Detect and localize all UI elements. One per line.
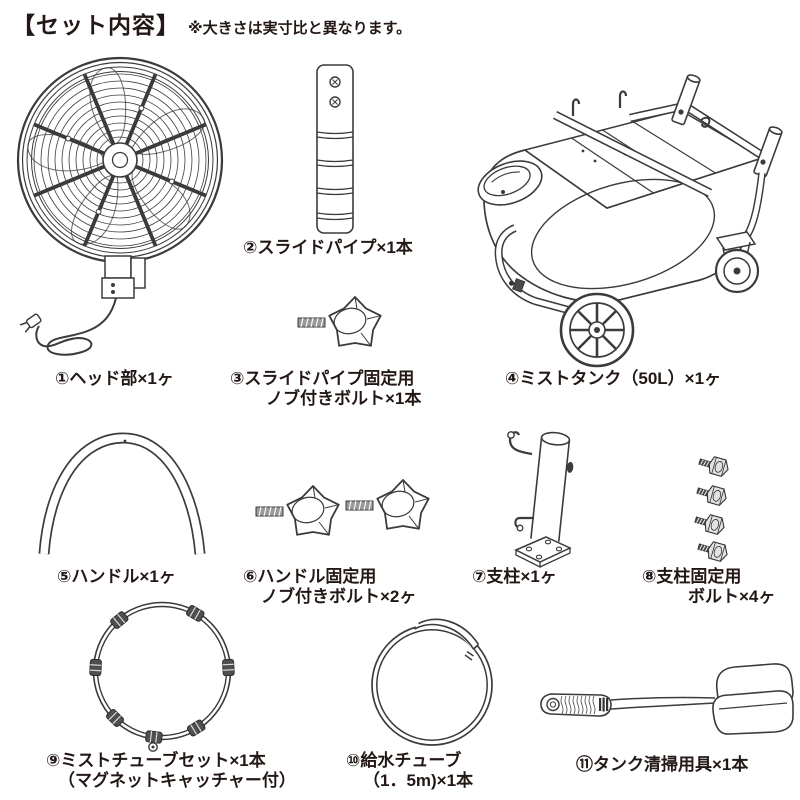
support-pole-illustration bbox=[468, 418, 613, 568]
label-line: ボルト×4ヶ bbox=[688, 587, 776, 606]
water-tube-illustration bbox=[366, 614, 502, 750]
item-label-mist-tank: ④ミストタンク（50L）×1ヶ bbox=[505, 369, 721, 389]
scale-note: ※大きさは実寸比と異なります。 bbox=[188, 20, 412, 37]
handle-illustration bbox=[28, 432, 210, 560]
item-label-mist-tube-set: ⑨ミストチューブセット×1本 （マグネットキャッチャー付） bbox=[46, 751, 296, 791]
label-line: ②スライドパイプ×1本 bbox=[243, 238, 413, 257]
page-title: 【セット内容】 bbox=[12, 12, 180, 38]
item-label-slide-pipe: ②スライドパイプ×1本 bbox=[243, 238, 413, 258]
item-label-pole-bolt: ⑧支柱固定用 ボルト×4ヶ bbox=[642, 567, 775, 607]
label-line: ①ヘッド部×1ヶ bbox=[55, 369, 174, 388]
label-line: （マグネットキャッチャー付） bbox=[58, 771, 296, 790]
label-line: ⑧支柱固定用 bbox=[642, 567, 742, 586]
pole-bolts-illustration bbox=[690, 450, 750, 565]
item-label-cleaning-tool: ⑪タンク清掃用具×1本 bbox=[576, 755, 748, 775]
label-line: （1．5m)×1本 bbox=[363, 771, 474, 790]
mist-tube-set-illustration bbox=[78, 593, 246, 755]
slide-pipe-knob-bolt-illustration bbox=[295, 288, 390, 360]
page-header: 【セット内容】 ※大きさは実寸比と異なります。 bbox=[12, 6, 411, 40]
label-line: ⑤ハンドル×1ヶ bbox=[57, 567, 176, 586]
label-line: ⑪タンク清掃用具×1本 bbox=[576, 755, 749, 774]
label-line: ノブ付きボルト×2ヶ bbox=[261, 587, 417, 606]
label-line: ④ミストタンク（50L）×1ヶ bbox=[505, 369, 722, 388]
label-line: ③スライドパイプ固定用 bbox=[230, 369, 415, 388]
item-label-pole: ⑦支柱×1ヶ bbox=[472, 567, 557, 587]
item-label-handle: ⑤ハンドル×1ヶ bbox=[57, 567, 176, 587]
label-line: ⑦支柱×1ヶ bbox=[472, 567, 557, 586]
label-line: ノブ付きボルト×1本 bbox=[266, 389, 422, 408]
label-line: ⑩給水チューブ bbox=[346, 751, 462, 770]
label-line: ⑨ミストチューブセット×1本 bbox=[46, 751, 266, 770]
fan-head-illustration bbox=[8, 52, 236, 368]
item-label-head: ①ヘッド部×1ヶ bbox=[55, 369, 174, 389]
slide-pipe-illustration bbox=[300, 62, 370, 237]
item-label-water-tube: ⑩給水チューブ （1．5m)×1本 bbox=[346, 751, 473, 791]
cleaning-tool-illustration bbox=[533, 652, 795, 752]
label-line: ⑥ハンドル固定用 bbox=[243, 567, 377, 586]
handle-knob-bolts-illustration bbox=[245, 455, 445, 560]
item-label-handle-bolt: ⑥ハンドル固定用 ノブ付きボルト×2ヶ bbox=[243, 567, 416, 607]
item-label-slide-pipe-bolt: ③スライドパイプ固定用 ノブ付きボルト×1本 bbox=[230, 369, 421, 409]
mist-tank-illustration bbox=[455, 58, 790, 368]
